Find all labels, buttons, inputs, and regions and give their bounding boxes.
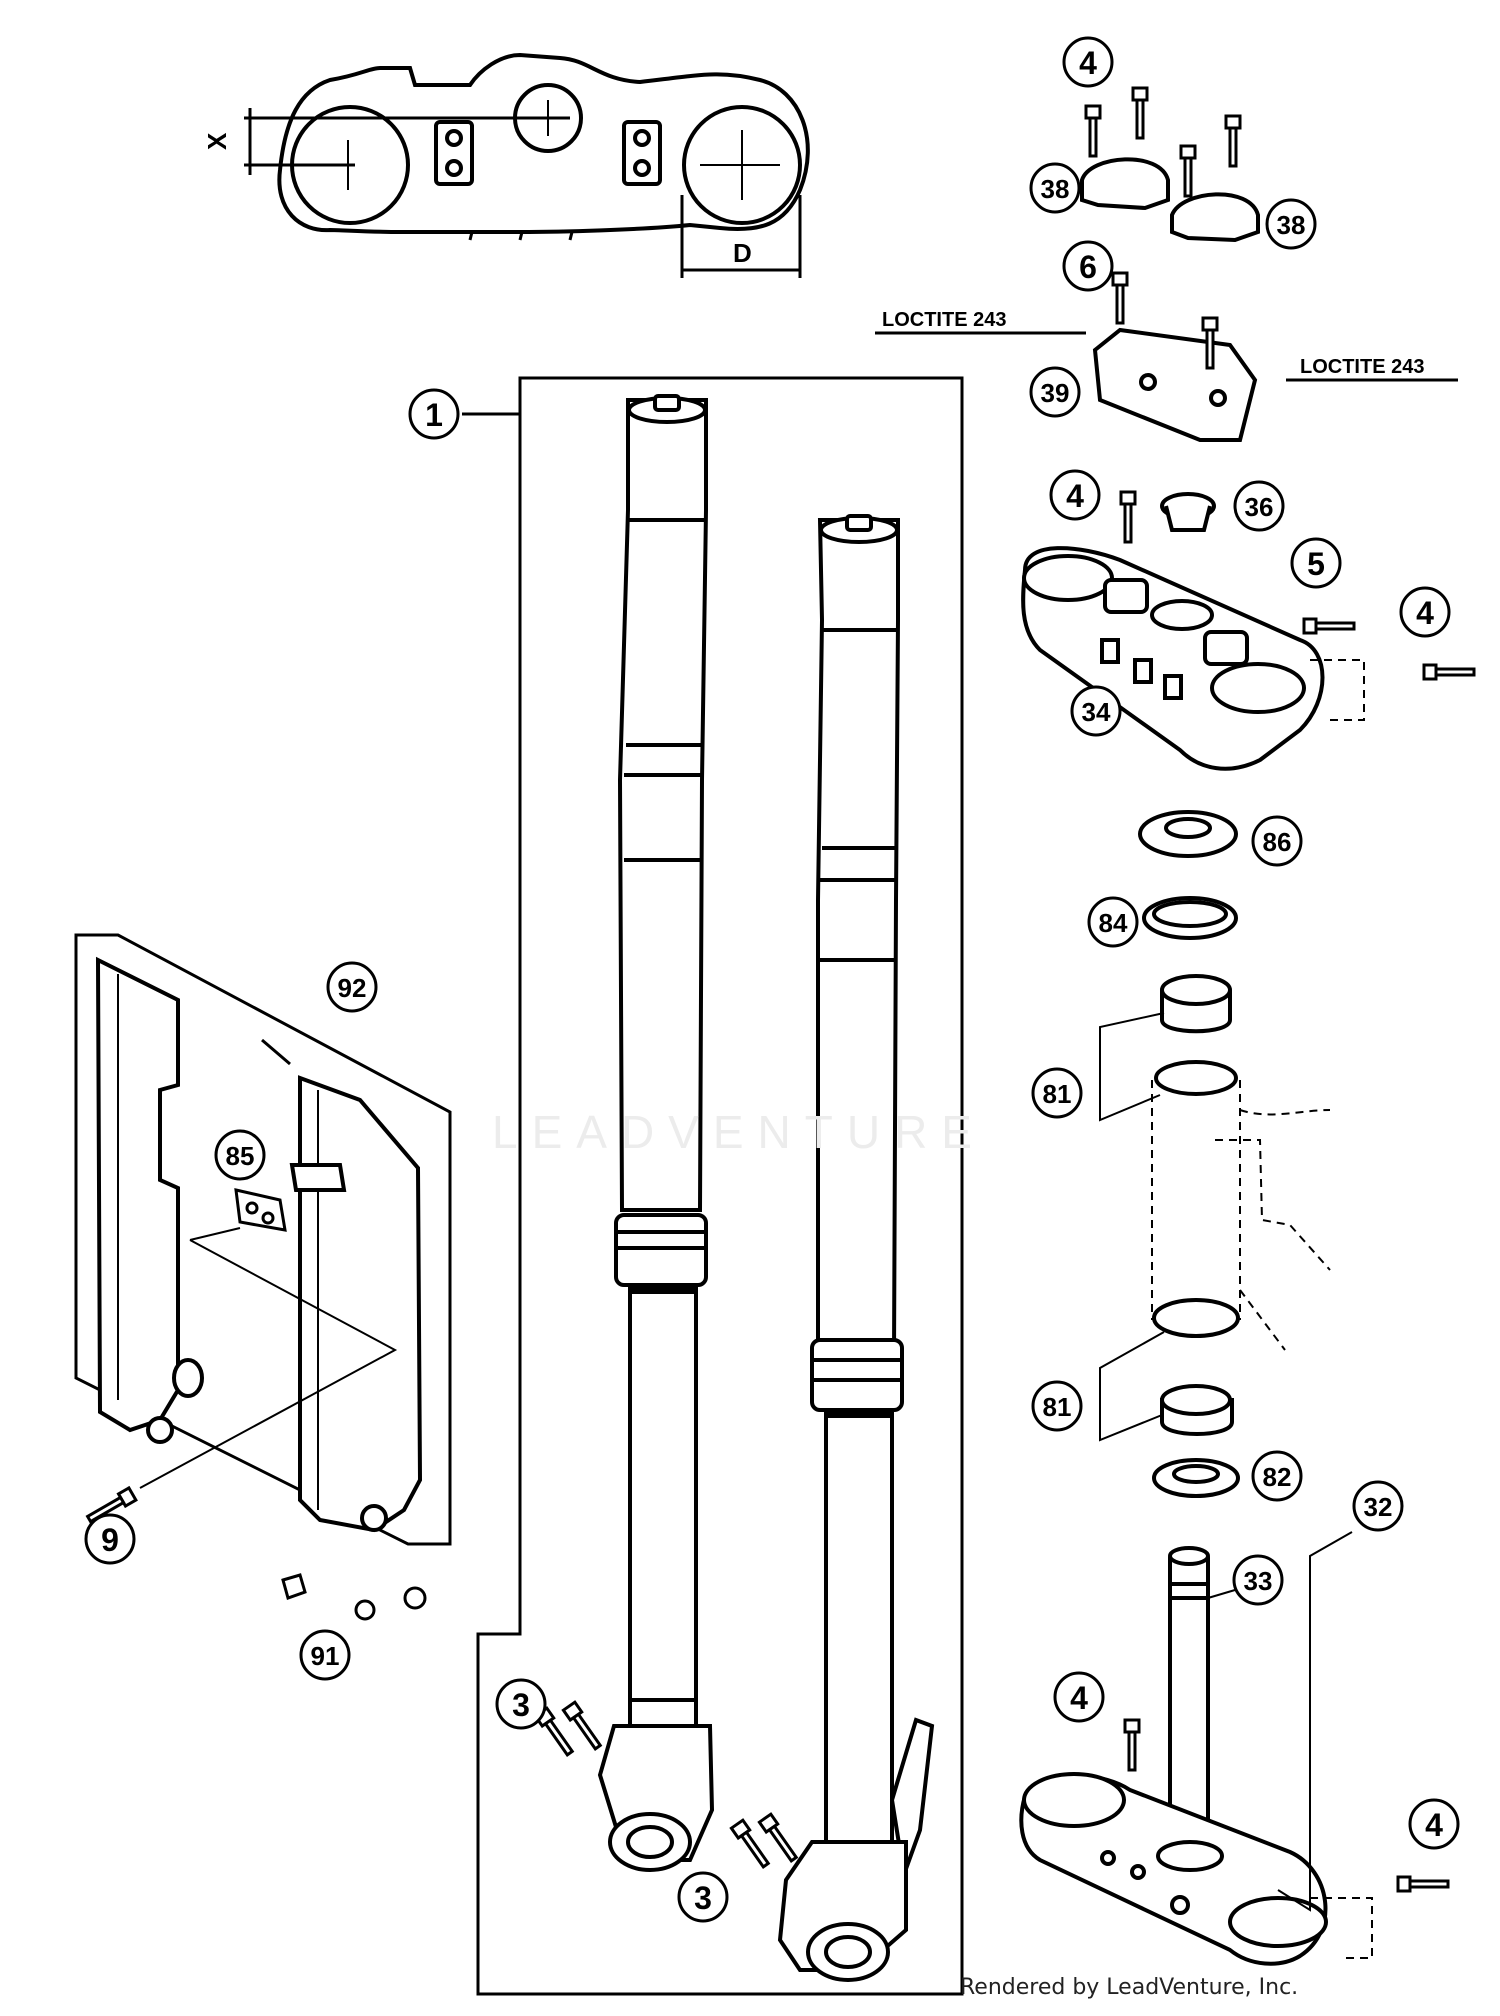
svg-text:9: 9 (101, 1522, 119, 1558)
callout-84: 84 (1087, 896, 1139, 948)
left-fork-leg (597, 394, 715, 1872)
right-fork-leg (777, 514, 935, 1982)
callout-9: 9 (84, 1513, 136, 1565)
svg-text:4: 4 (1416, 595, 1434, 631)
svg-text:81: 81 (1043, 1079, 1072, 1109)
svg-text:91: 91 (311, 1641, 340, 1671)
protector-nuts-91 (281, 1573, 427, 1621)
callout-92: 92 (326, 961, 378, 1013)
svg-text:86: 86 (1263, 827, 1292, 857)
svg-text:4: 4 (1070, 1680, 1088, 1716)
fork-protector-left (95, 956, 204, 1444)
fork-protector-right (289, 1075, 423, 1533)
callout-4d: 4 (1053, 1671, 1105, 1723)
svg-text:38: 38 (1041, 174, 1070, 204)
stem-nut-36 (1160, 492, 1216, 532)
handlebar-clamp-lower (1092, 327, 1258, 442)
svg-text:4: 4 (1425, 1807, 1443, 1843)
callout-85: 85 (214, 1129, 266, 1181)
lower-triple-clamp (1019, 1546, 1328, 1966)
callout-4c: 4 (1399, 586, 1451, 638)
svg-text:38: 38 (1277, 210, 1306, 240)
svg-text:5: 5 (1307, 546, 1325, 582)
loctite-note-left: LOCTITE 243 (882, 309, 1006, 331)
callout-32: 32 (1352, 1480, 1404, 1532)
callout-86: 86 (1251, 815, 1303, 867)
svg-text:1: 1 (425, 397, 443, 433)
handlebar-clamp-upper (1080, 157, 1260, 243)
watermark-text: LEADVENTURE (492, 1106, 986, 1158)
svg-text:92: 92 (338, 973, 367, 1003)
svg-text:34: 34 (1082, 697, 1111, 727)
svg-text:81: 81 (1043, 1392, 1072, 1422)
svg-text:32: 32 (1364, 1492, 1393, 1522)
svg-text:82: 82 (1263, 1462, 1292, 1492)
callout-1: 1 (408, 388, 460, 440)
callout-81a: 81 (1031, 1067, 1083, 1119)
fork-protector-box (74, 933, 452, 1546)
svg-text:4: 4 (1079, 45, 1097, 81)
svg-text:39: 39 (1041, 378, 1070, 408)
svg-text:3: 3 (512, 1687, 530, 1723)
fork-assembly-outline (476, 376, 964, 1996)
part-callouts: 1 3 3 4 4 4 4 4 5 6 9 32 33 34 36 38 38 … (84, 36, 1460, 1923)
callout-3a: 3 (495, 1678, 547, 1730)
callout-91: 91 (299, 1629, 351, 1681)
callout-38a: 38 (1029, 162, 1081, 214)
callout-4b: 4 (1049, 469, 1101, 521)
callout-34: 34 (1070, 685, 1122, 737)
callout-33: 33 (1232, 1554, 1284, 1606)
upper-triple-clamp (1021, 546, 1325, 771)
svg-text:3: 3 (694, 1880, 712, 1916)
render-credit: Rendered by LeadVenture, Inc. (960, 1975, 1299, 2000)
callout-5: 5 (1290, 537, 1342, 589)
svg-text:36: 36 (1245, 492, 1274, 522)
callout-81b: 81 (1031, 1380, 1083, 1432)
axle-clamp-bolts-right (729, 1812, 802, 1871)
loctite-note-right: LOCTITE 243 (1300, 356, 1424, 378)
callout-82: 82 (1251, 1450, 1303, 1502)
svg-text:85: 85 (226, 1141, 255, 1171)
frame-head-tube (1151, 1080, 1331, 1351)
triple-clamp-dimension-view (244, 52, 810, 278)
protector-clip-85 (234, 1188, 287, 1232)
callout-36: 36 (1233, 480, 1285, 532)
headset-parts (1138, 810, 1240, 1498)
svg-text:4: 4 (1066, 478, 1084, 514)
callout-3b: 3 (677, 1871, 729, 1923)
callout-4a: 4 (1062, 36, 1114, 88)
svg-text:6: 6 (1079, 249, 1097, 285)
callout-6: 6 (1062, 240, 1114, 292)
dimension-x-label: X (202, 132, 232, 150)
callout-38b: 38 (1265, 198, 1317, 250)
callout-4e: 4 (1408, 1798, 1460, 1850)
callout-39: 39 (1029, 366, 1081, 418)
svg-text:84: 84 (1099, 908, 1128, 938)
svg-text:33: 33 (1244, 1566, 1273, 1596)
protector-leader-lines (139, 1227, 398, 1489)
dimension-d-label: D (733, 238, 752, 268)
